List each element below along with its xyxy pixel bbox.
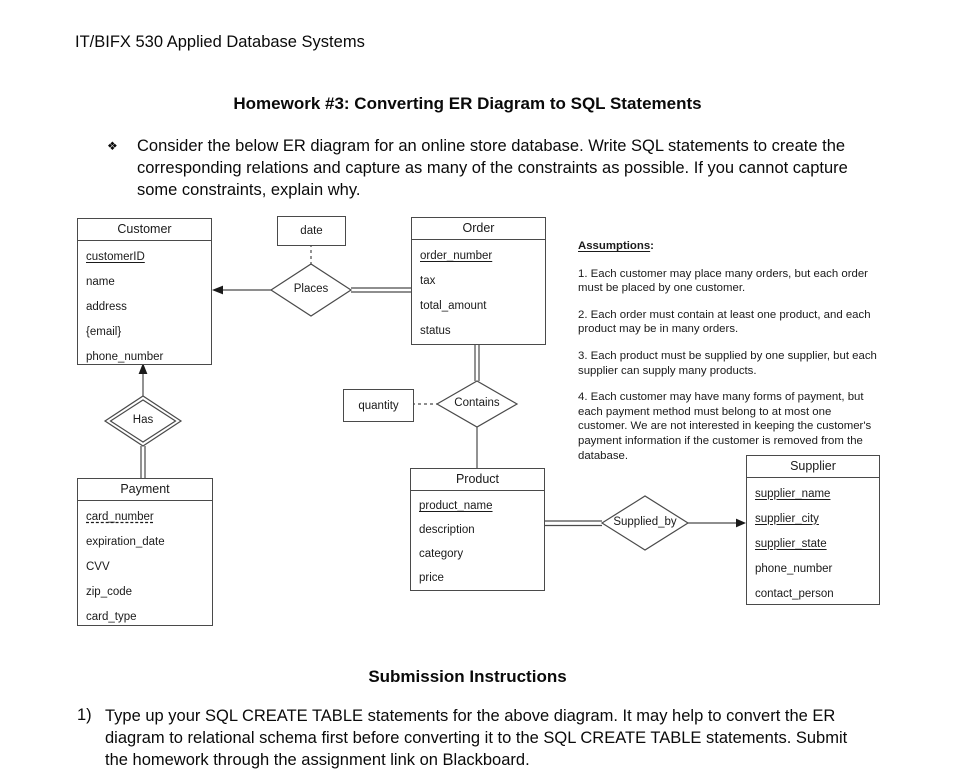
entity-customer-attributes: customerID name address {email} phone_nu…: [78, 241, 211, 369]
assumptions-block: Assumptions: 1. Each customer may place …: [578, 239, 880, 475]
attr-order-number-label: order_number: [420, 249, 493, 262]
relationship-contains-label: Contains: [454, 397, 500, 409]
attr-product-price-label: price: [419, 572, 444, 584]
attr-order-total: total_amount: [412, 293, 545, 318]
bullet-diamond-icon: ❖: [107, 139, 118, 153]
assumption-item-4: 4. Each customer may have many forms of …: [578, 391, 872, 462]
attr-supplier-phone-label: phone_number: [755, 562, 833, 575]
attr-payment-expiration: expiration_date: [78, 529, 212, 554]
attr-supplier-state-label: supplier_state: [755, 537, 827, 550]
entity-supplier-attributes: supplier_name supplier_city supplier_sta…: [747, 478, 879, 606]
attr-order-tax-label: tax: [420, 274, 436, 287]
attr-supplier-state: supplier_state: [747, 531, 879, 556]
submission-item-text: Type up your SQL CREATE TABLE statements…: [105, 707, 848, 769]
task-paragraph: Consider the below ER diagram for an onl…: [137, 137, 848, 200]
assumption-item-3: 3. Each product must be supplied by one …: [578, 349, 877, 377]
attr-payment-card-type-label: card_type: [86, 610, 137, 623]
submission-item-number: 1): [77, 706, 92, 724]
entity-order: Order order_number tax total_amount stat…: [411, 217, 546, 345]
attr-product-price: price: [411, 566, 544, 590]
attr-customer-id: customerID: [78, 244, 211, 269]
attribute-node-quantity: quantity: [343, 389, 414, 422]
attr-product-category-label: category: [419, 548, 464, 560]
entity-order-attributes: order_number tax total_amount status: [412, 240, 545, 343]
attr-supplier-contact: contact_person: [747, 581, 879, 606]
assumptions-heading-colon: :: [650, 240, 654, 252]
entity-supplier: Supplier supplier_name supplier_city sup…: [746, 455, 880, 605]
entity-customer: Customer customerID name address {email}…: [77, 218, 212, 365]
attr-customer-address: address: [78, 294, 211, 319]
relationship-supplied-by-label: Supplied_by: [613, 516, 677, 528]
entity-product-attributes: product_name description category price: [411, 491, 544, 590]
attr-order-tax: tax: [412, 268, 545, 293]
attr-product-description: description: [411, 518, 544, 542]
attr-payment-card-type: card_type: [78, 604, 212, 629]
attr-product-category: category: [411, 542, 544, 566]
attr-product-description-label: description: [419, 524, 475, 536]
attr-customer-name-label: name: [86, 275, 115, 288]
attr-order-status: status: [412, 318, 545, 343]
supplied-supplier-arrowhead: [736, 518, 746, 528]
attr-payment-expiration-label: expiration_date: [86, 535, 165, 548]
attr-customer-phone-label: phone_number: [86, 350, 164, 363]
entity-order-title: Order: [412, 218, 545, 240]
entity-payment: Payment card_number expiration_date CVV …: [77, 478, 213, 626]
attr-order-status-label: status: [420, 324, 451, 337]
page-title: Homework #3: Converting ER Diagram to SQ…: [233, 94, 702, 113]
attr-supplier-contact-label: contact_person: [755, 587, 834, 600]
entity-payment-title: Payment: [78, 479, 212, 501]
attr-customer-phone: phone_number: [78, 344, 211, 369]
attr-product-name-label: product_name: [419, 500, 493, 512]
attribute-node-date: date: [277, 216, 346, 246]
entity-product-title: Product: [411, 469, 544, 491]
attr-payment-zip: zip_code: [78, 579, 212, 604]
attr-order-number: order_number: [412, 243, 545, 268]
attr-payment-cvv: CVV: [78, 554, 212, 579]
entity-customer-title: Customer: [78, 219, 211, 241]
attr-supplier-city-label: supplier_city: [755, 512, 819, 525]
entity-supplier-title: Supplier: [747, 456, 879, 478]
relationship-places-label: Places: [293, 283, 329, 295]
attr-payment-cvv-label: CVV: [86, 560, 110, 573]
attr-customer-id-label: customerID: [86, 250, 145, 263]
entity-payment-attributes: card_number expiration_date CVV zip_code…: [78, 501, 212, 629]
assumptions-heading: Assumptions:: [578, 239, 880, 254]
attr-customer-email-label: {email}: [86, 325, 122, 338]
entity-product: Product product_name description categor…: [410, 468, 545, 591]
attr-customer-address-label: address: [86, 300, 127, 313]
submission-heading: Submission Instructions: [368, 667, 567, 686]
attr-payment-card-number: card_number: [78, 504, 212, 529]
attr-customer-name: name: [78, 269, 211, 294]
attr-payment-card-number-label: card_number: [86, 510, 154, 523]
places-customer-arrowhead: [212, 285, 223, 295]
assumptions-heading-text: Assumptions: [578, 240, 651, 252]
attr-payment-zip-label: zip_code: [86, 585, 133, 598]
attr-customer-email: {email}: [78, 319, 211, 344]
attr-product-name: product_name: [411, 494, 544, 518]
attr-supplier-city: supplier_city: [747, 506, 879, 531]
attr-supplier-name-label: supplier_name: [755, 487, 831, 500]
attr-supplier-phone: phone_number: [747, 556, 879, 581]
assumption-item-2: 2. Each order must contain at least one …: [578, 308, 871, 336]
course-header: IT/BIFX 530 Applied Database Systems: [75, 33, 365, 51]
assumption-item-1: 1. Each customer may place many orders, …: [578, 267, 868, 295]
attr-supplier-name: supplier_name: [747, 481, 879, 506]
relationship-has-label: Has: [132, 414, 154, 426]
attr-order-total-label: total_amount: [420, 299, 487, 312]
